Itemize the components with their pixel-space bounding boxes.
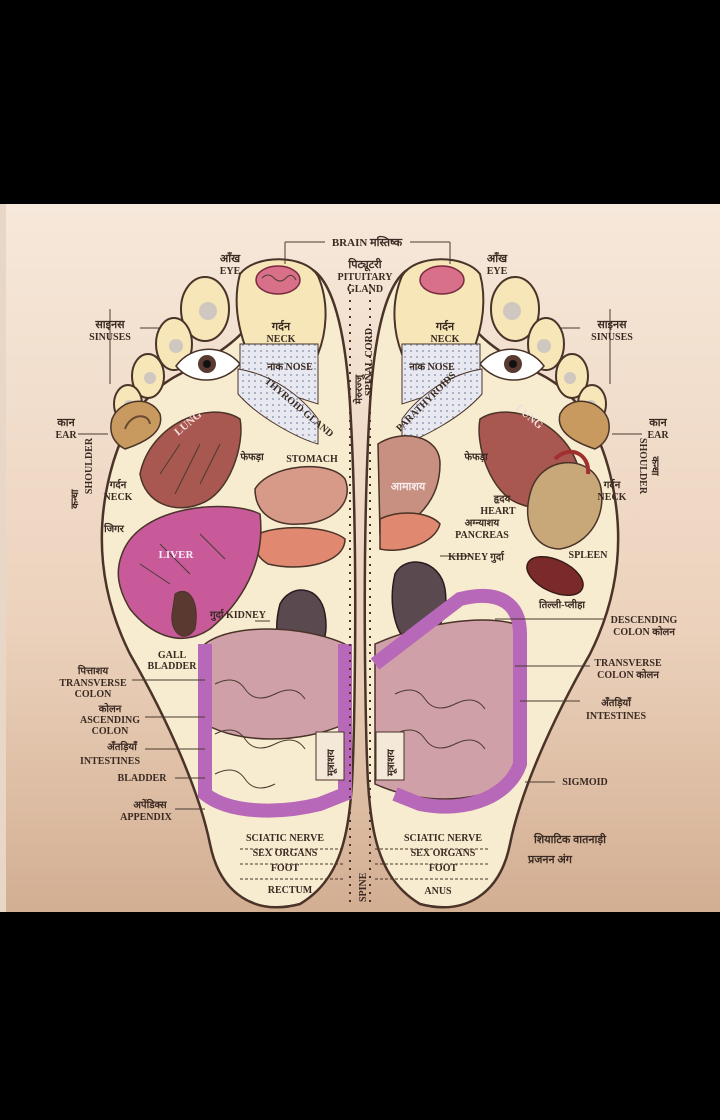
label-transverse-right-2: COLON कोलन [597, 668, 659, 681]
label-ear-hi-left: कान [56, 417, 75, 429]
label-heart-hi: हृदय [493, 494, 512, 505]
label-stomach-hi: आमाशय [391, 481, 426, 493]
label-neck-hi-right: गर्दन [435, 319, 455, 333]
label-sciatic-left: SCIATIC NERVE [246, 833, 324, 844]
label-heart-en: HEART [480, 506, 516, 517]
brain-icon-right [419, 265, 465, 295]
label-foot-left: FOOT [271, 863, 300, 874]
label-shoulder-en-right: SHOULDER [637, 438, 648, 495]
label-transverse-2: COLON [75, 689, 112, 700]
label-shoulder-en-left: SHOULDER [84, 437, 95, 494]
label-pittashay: पित्ताशय [77, 664, 110, 677]
label-spleen-en: SPLEEN [569, 550, 609, 561]
label-eye-en-right: EYE [487, 266, 508, 277]
label-liver-en: LIVER [159, 549, 195, 561]
label-stomach-en: STOMACH [286, 454, 338, 465]
label-sigmoid: SIGMOID [562, 777, 608, 788]
label-sex-right: SEX ORGANS [411, 848, 476, 859]
label-neck-hi-left: गर्दन [271, 319, 291, 333]
label-desc-colon-1: DESCENDING [611, 615, 678, 626]
ear-icon [110, 400, 162, 450]
label-kidney-left: गुर्दा KIDNEY [209, 608, 267, 621]
label-prajanan-hi: प्रजनन अंग [527, 853, 573, 866]
label-sex-left: SEX ORGANS [253, 848, 318, 859]
brain-icon [255, 265, 301, 295]
label-neck-en-left: NECK [267, 334, 296, 345]
liver-icon [117, 505, 262, 639]
ear-icon-right [558, 400, 610, 450]
label-appendix-en: APPENDIX [120, 812, 172, 823]
label-ear-en-right: EAR [647, 430, 669, 441]
label-foot-right: FOOT [429, 863, 458, 874]
label-intestines-en-left: INTESTINES [80, 756, 140, 767]
label-pituitary-hi: पिट्यूटरी [347, 257, 382, 272]
label-pituitary-en2: GLAND [347, 284, 383, 295]
label-spinal-hi: मेरुरज्जु [352, 374, 365, 405]
foot-reflexology-chart: BRAIN मस्तिष्क आँख EYE आँख EYE पिट्यूटरी… [0, 204, 720, 912]
label-ascending-2: COLON [92, 726, 129, 737]
leader-lines [78, 241, 642, 810]
label-neck-en-side-right: NECK [598, 492, 627, 503]
intestine-icon [198, 644, 352, 818]
heart-icon [526, 462, 603, 550]
left-foot-sole [363, 258, 620, 909]
label-bladder-hi-right: मूत्राशय [386, 748, 398, 777]
label-eye-en-left: EYE [220, 266, 241, 277]
label-intestines-hi-left: अँतड़ियाँ [107, 740, 138, 753]
intestine-icon-right [370, 588, 527, 814]
label-spleen-hi: तिल्ली-प्लीहा [538, 598, 585, 611]
label-sinuses-en-right: SINUSES [591, 332, 633, 343]
spleen-icon [526, 555, 584, 597]
label-bladder-en: BLADDER [118, 773, 168, 784]
label-rectum: RECTUM [268, 885, 313, 896]
label-appendix-hi: अपेंडिक्स [133, 798, 168, 811]
label-ear-hi-right: कान [648, 417, 667, 429]
label-shoulder-hi-left: कन्धा [70, 489, 81, 510]
label-anus: ANUS [424, 886, 452, 897]
label-eye-hi-right: आँख [487, 251, 508, 265]
label-sciatic-hi: शियाटिक वातनाड़ी [533, 832, 607, 846]
label-nose-right: नाक NOSE [408, 362, 455, 373]
label-gall-1: GALL [158, 650, 187, 661]
label-spine: SPINE [358, 872, 369, 902]
label-sinuses-hi-left: साइनस [94, 319, 125, 331]
label-neck-hi-side-right: गर्दन [603, 478, 621, 491]
label-liver-hi: जिगर [103, 522, 125, 535]
reflexology-diagram: BRAIN मस्तिष्क आँख EYE आँख EYE पिट्यूटरी… [0, 204, 720, 912]
label-kidney-right: KIDNEY गुर्दा [448, 550, 505, 563]
label-ear-en-left: EAR [55, 430, 77, 441]
label-shoulder-hi-right: कन्धा [649, 455, 660, 476]
right-foot-sole [100, 258, 357, 909]
label-intestines-hi-right: अँतड़ियाँ [601, 696, 632, 709]
label-sinuses-en-left: SINUSES [89, 332, 131, 343]
label-neck-en-side-left: NECK [104, 492, 133, 503]
label-intestines-en-right: INTESTINES [586, 711, 646, 722]
stomach-icon [254, 466, 348, 525]
label-neck-en-right: NECK [431, 334, 460, 345]
label-transverse-1: TRANSVERSE [59, 678, 127, 689]
label-transverse-right-1: TRANSVERSE [594, 658, 662, 669]
label-sciatic-right: SCIATIC NERVE [404, 833, 482, 844]
label-desc-colon-2: COLON कोलन [613, 625, 675, 638]
label-bladder-hi-left: मूत्राशय [326, 748, 338, 777]
label-pancreas-en: PANCREAS [455, 530, 509, 541]
label-eye-hi-left: आँख [220, 251, 241, 265]
lung-icon [139, 411, 242, 509]
label-neck-hi-side-left: गर्दन [109, 478, 127, 491]
label-lungs-hi-left: फेफड़ा [239, 450, 264, 463]
label-brain: BRAIN मस्तिष्क [332, 235, 403, 249]
label-spinal-en: SPINAL CORD [364, 328, 375, 396]
label-sinuses-hi-right: साइनस [596, 319, 627, 331]
label-pituitary-en1: PITUITARY [337, 272, 393, 283]
label-nose-left: नाक NOSE [266, 362, 313, 373]
label-gall-2: BLADDER [148, 661, 198, 672]
label-colon-hi: कोलन [98, 702, 122, 715]
label-lungs-hi-right: फेफड़ा [463, 450, 488, 463]
label-pancreas-hi: अग्न्याशय [465, 518, 501, 529]
label-ascending-1: ASCENDING [80, 715, 140, 726]
